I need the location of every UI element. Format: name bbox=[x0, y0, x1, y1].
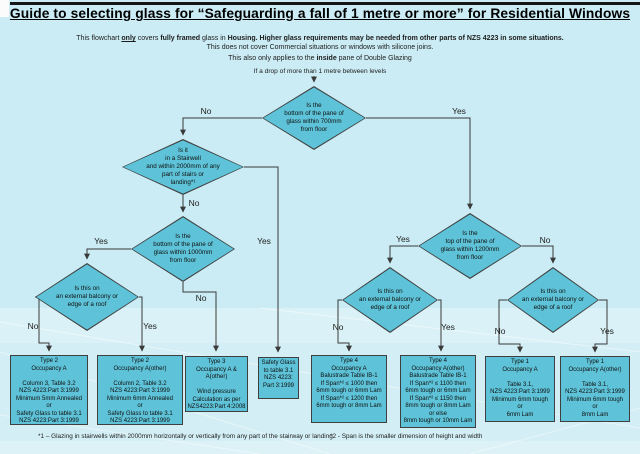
outcome-type1-occupancy-a: Type 1 Occupancy A Table 3.1, NZS 4223:P… bbox=[485, 356, 555, 422]
edge-label-pane700-no: No bbox=[200, 106, 212, 116]
edge-label-balcony-right-yes: Yes bbox=[600, 326, 614, 336]
decision-pane-1200mm: Is the top of the pane of glass within 1… bbox=[418, 213, 522, 279]
edge-label-pane1200-yes: Yes bbox=[396, 234, 410, 244]
outcome-type2-occupancy-a-other: Type 2 Occupancy A(other) Column 2, Tabl… bbox=[97, 355, 183, 425]
decision-pane-700mm: Is the bottom of the pane of glass withi… bbox=[262, 86, 366, 150]
decision-balcony-right: Is this on an external balcony or edge o… bbox=[507, 267, 599, 333]
decision-pane-1000mm-text: Is the bottom of the pane of glass withi… bbox=[153, 232, 213, 265]
outcome-type1-occupancy-a-other: Type 1 Occupancy A(other) Table 3.1, NZS… bbox=[560, 356, 630, 422]
decision-stairwell: Is it in a Stairwell and within 2000mm o… bbox=[122, 139, 244, 195]
start-condition-label: If a drop of more than 1 metre between l… bbox=[253, 68, 387, 75]
decision-balcony-mid: Is this on an external balcony or edge o… bbox=[342, 267, 438, 333]
subtitle-line-3: This also only applies to the inside pan… bbox=[228, 55, 412, 62]
decision-balcony-mid-text: Is this on an external balcony or edge o… bbox=[359, 287, 421, 312]
decision-balcony-left: Is this on an external balcony or edge o… bbox=[35, 263, 139, 331]
edge-label-stairwell-no: No bbox=[188, 198, 200, 208]
footnote-1: *1 – Glazing in stairwells within 2000mm… bbox=[38, 433, 333, 440]
outcome-type4-occupancy-a: Type 4 Occupancy A Balustrade Table IB-1… bbox=[311, 355, 387, 423]
scan-corner bbox=[0, 0, 9, 17]
decision-pane-700mm-text: Is the bottom of the pane of glass withi… bbox=[284, 101, 344, 134]
decision-stairwell-text: Is it in a Stairwell and within 2000mm o… bbox=[146, 146, 220, 187]
outcome-type3-wind-pressure: Type 3 Occupancy A & A(other) Wind press… bbox=[185, 356, 248, 412]
edge-label-balcony-left-yes: Yes bbox=[143, 321, 157, 331]
page-title: Guide to selecting glass for “Safeguardi… bbox=[9, 6, 631, 21]
scan-top-edge bbox=[10, 2, 640, 5]
decision-balcony-right-text: Is this on an external balcony or edge o… bbox=[522, 287, 584, 312]
edge-label-pane1200-no: No bbox=[539, 235, 551, 245]
outcome-type4-occupancy-a-other: Type 4 Occupancy A(other) Balustrade Tab… bbox=[400, 355, 476, 428]
edge-label-pane1000-no: No bbox=[195, 293, 207, 303]
subtitle-line-2: This does not cover Commercial situation… bbox=[206, 44, 434, 51]
edge-label-pane1000-yes: Yes bbox=[94, 236, 108, 246]
edge-label-pane700-yes: Yes bbox=[452, 106, 466, 116]
edge-label-stairwell-yes: Yes bbox=[257, 236, 271, 246]
edge-label-balcony-right-no: No bbox=[494, 326, 506, 336]
decision-pane-1200mm-text: Is the top of the pane of glass within 1… bbox=[440, 229, 500, 262]
decision-balcony-left-text: Is this on an external balcony or edge o… bbox=[56, 284, 118, 309]
edge-label-balcony-mid-yes: Yes bbox=[441, 322, 455, 332]
outcome-safety-glass: Safety Glass to table 3.1 NZS 4223: Part… bbox=[258, 357, 299, 399]
edge-label-balcony-mid-no: No bbox=[332, 322, 344, 332]
background-band-bottom bbox=[0, 441, 640, 454]
subtitle-line-1: This flowchart only covers fully framed … bbox=[76, 35, 564, 42]
connector-arrows bbox=[35, 76, 608, 353]
edge-label-balcony-left-no: No bbox=[27, 321, 39, 331]
decision-pane-1000mm: Is the bottom of the pane of glass withi… bbox=[131, 216, 235, 282]
outcome-type2-occupancy-a: Type 2 Occupancy A Column 3, Table 3.2 N… bbox=[10, 355, 88, 425]
footnote-2: *2 - Span is the smaller dimension of he… bbox=[330, 433, 483, 440]
